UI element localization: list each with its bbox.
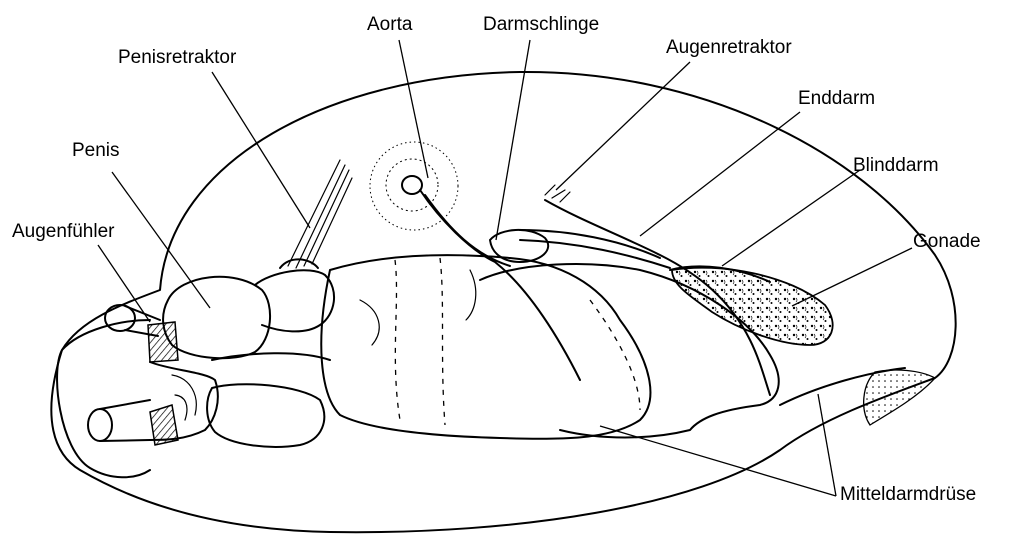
label-augenfuehler: Augenfühler (12, 222, 114, 241)
penis (163, 277, 270, 358)
label-aorta: Aorta (367, 15, 412, 34)
label-augenretraktor: Augenretraktor (666, 38, 792, 57)
label-mitteldarmdruese: Mitteldarmdrüse (840, 485, 976, 504)
gonad (672, 268, 833, 345)
label-gonade: Gonade (913, 232, 981, 251)
penis-retractor-muscle (288, 160, 352, 268)
label-penis: Penis (72, 141, 120, 160)
label-enddarm: Enddarm (798, 89, 875, 108)
digestive-gland (321, 255, 650, 439)
heart-chamber (402, 176, 422, 194)
label-blinddarm: Blinddarm (853, 156, 939, 175)
head-outline (57, 320, 150, 477)
label-darmschlinge: Darmschlinge (483, 15, 599, 34)
label-penisretraktor: Penisretraktor (118, 48, 236, 67)
leader-lines (98, 40, 912, 496)
tentacle-lower (88, 409, 112, 441)
